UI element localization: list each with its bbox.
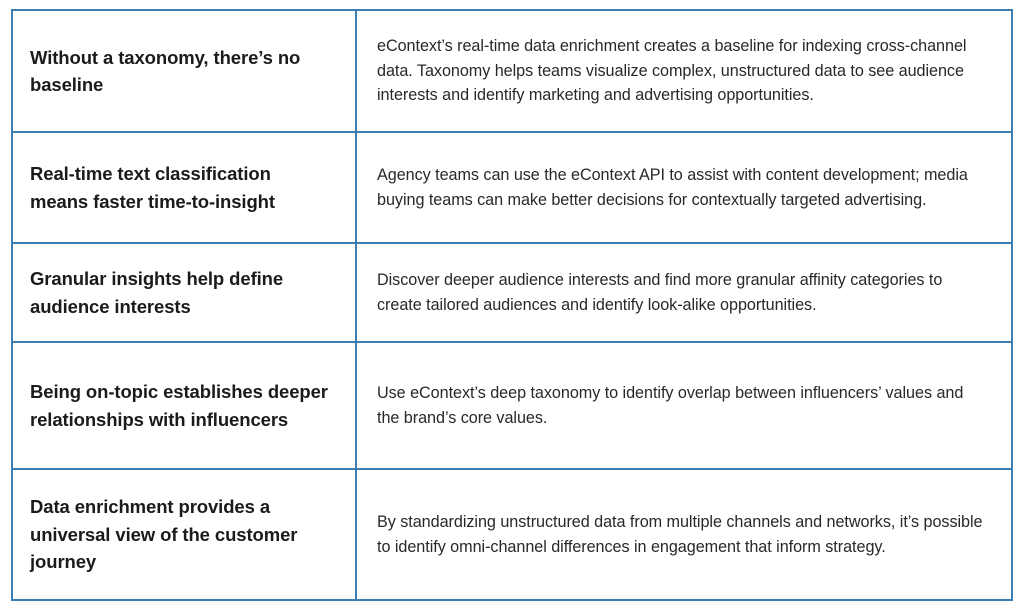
row-body: eContext’s real-time data enrichment cre… (377, 37, 967, 105)
page-canvas: Without a taxonomy, there’s no baseline … (11, 9, 1013, 601)
row-body: Agency teams can use the eContext API to… (377, 165, 968, 209)
table-cell-body: Use eContext’s deep taxonomy to identify… (356, 341, 1012, 469)
table-row: Granular insights help define audience i… (12, 242, 1012, 342)
row-body: Use eContext’s deep taxonomy to identify… (377, 383, 964, 427)
row-body: Discover deeper audience interests and f… (377, 270, 943, 314)
row-heading: Data enrichment provides a universal vie… (30, 496, 298, 573)
table-row: Data enrichment provides a universal vie… (12, 468, 1012, 600)
row-heading: Granular insights help define audience i… (30, 268, 284, 317)
table-cell-heading: Granular insights help define audience i… (12, 242, 357, 342)
table-cell-body: Discover deeper audience interests and f… (356, 242, 1012, 342)
benefits-table: Without a taxonomy, there’s no baseline … (11, 9, 1013, 601)
table-cell-heading: Data enrichment provides a universal vie… (12, 468, 357, 600)
row-body: By standardizing unstructured data from … (377, 512, 983, 556)
table-row: Being on-topic establishes deeper relati… (12, 341, 1012, 469)
table-row: Real-time text classification means fast… (12, 131, 1012, 243)
table-cell-heading: Real-time text classification means fast… (12, 131, 357, 243)
table-cell-heading: Being on-topic establishes deeper relati… (12, 341, 357, 469)
table-row: Without a taxonomy, there’s no baseline … (12, 10, 1012, 132)
row-heading: Without a taxonomy, there’s no baseline (30, 46, 301, 95)
table-cell-body: By standardizing unstructured data from … (356, 468, 1012, 600)
row-heading: Real-time text classification means fast… (30, 163, 275, 212)
table-cell-body: Agency teams can use the eContext API to… (356, 131, 1012, 243)
table-cell-body: eContext’s real-time data enrichment cre… (356, 10, 1012, 132)
row-heading: Being on-topic establishes deeper relati… (30, 381, 328, 430)
table-body: Without a taxonomy, there’s no baseline … (12, 10, 1012, 600)
table-cell-heading: Without a taxonomy, there’s no baseline (12, 10, 357, 132)
